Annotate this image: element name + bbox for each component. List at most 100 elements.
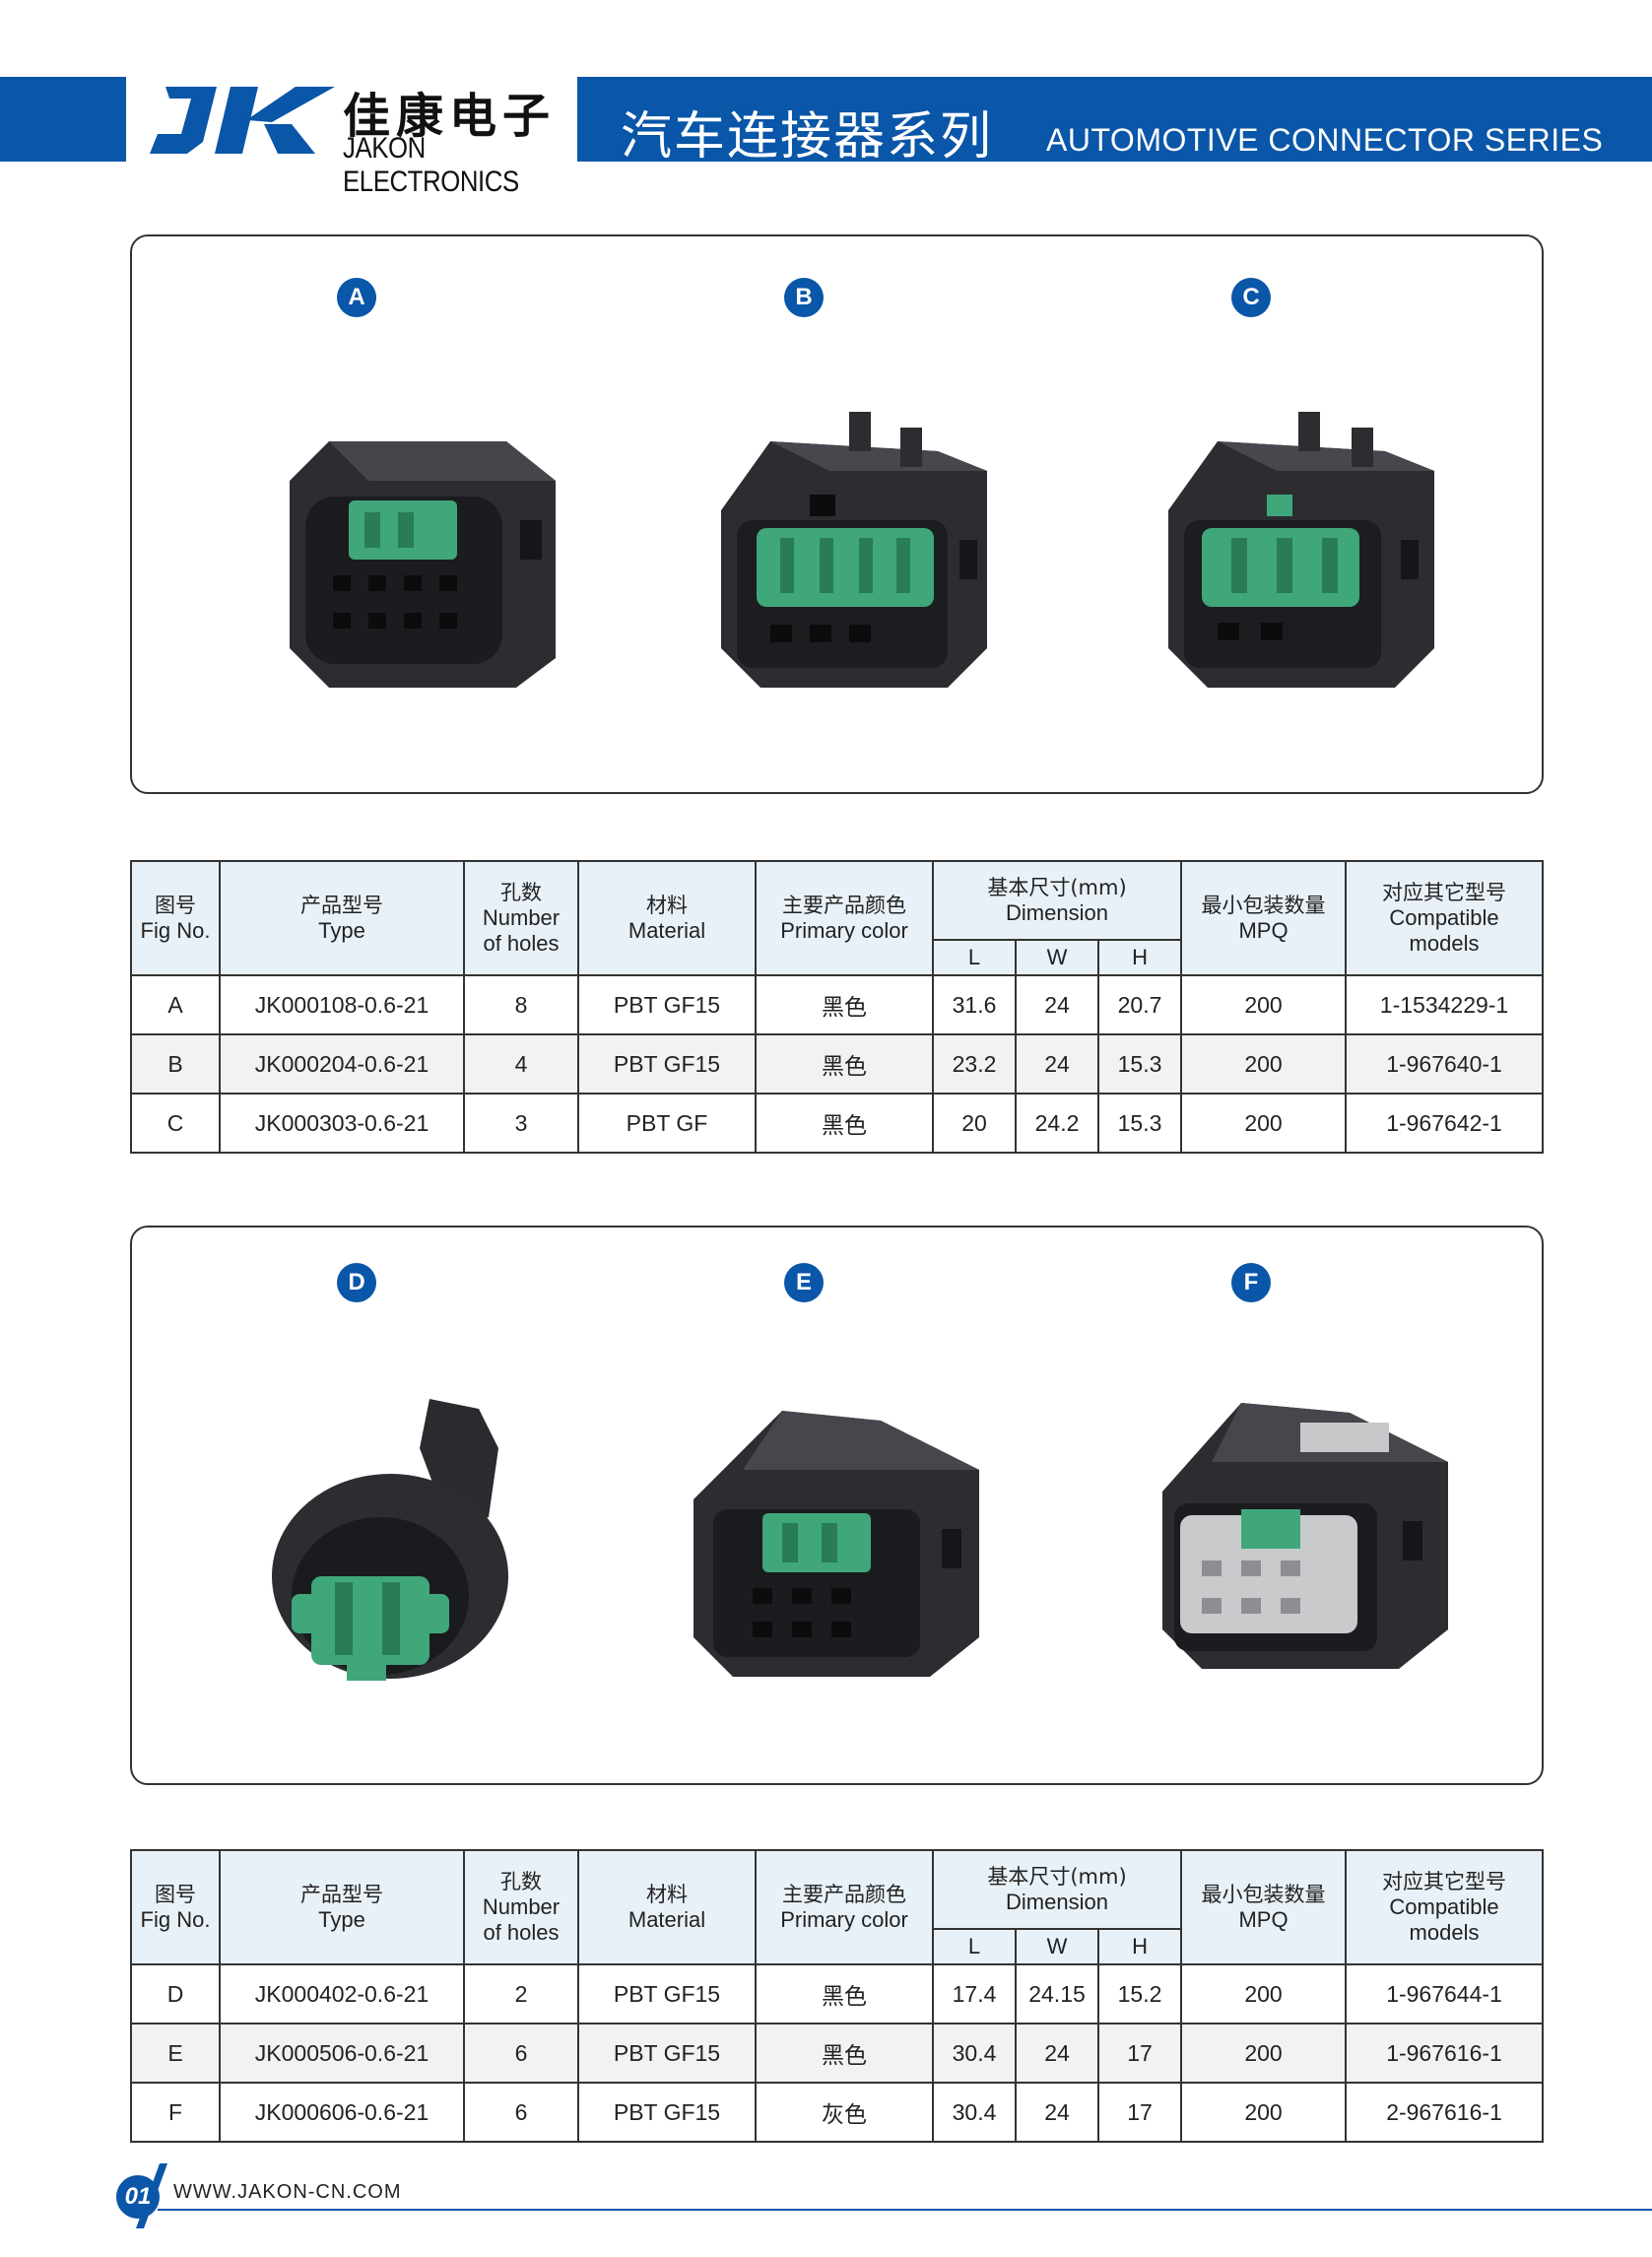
- cell-fig: F: [130, 2082, 221, 2143]
- cell-color: 黑色: [755, 974, 934, 1035]
- cell-color: 黑色: [755, 1033, 934, 1095]
- cell-mpq: 200: [1180, 2082, 1348, 2143]
- cell-l: 23.2: [932, 1033, 1017, 1095]
- header-bar-right: [577, 77, 1652, 162]
- cell-color: 黑色: [755, 1093, 934, 1154]
- col-header-l: L: [932, 939, 1017, 976]
- cell-holes: 6: [463, 2023, 579, 2084]
- table-row: C JK000303-0.6-21 3 PBT GF 黑色 20 24.2 15…: [130, 1093, 1545, 1154]
- logo-chinese-name: 佳康电子: [343, 89, 557, 144]
- cell-fig: C: [130, 1093, 221, 1154]
- company-logo: 佳康电子 JAKON ELECTRONICS: [148, 71, 571, 198]
- cell-material: PBT GF15: [577, 1033, 757, 1095]
- cell-compatible: 1-1534229-1: [1345, 974, 1545, 1035]
- cell-w: 24: [1015, 1033, 1099, 1095]
- cell-type: JK000204-0.6-21: [219, 1033, 465, 1095]
- cell-h: 15.3: [1096, 1033, 1183, 1095]
- cell-mpq: 200: [1180, 1093, 1348, 1154]
- col-header-w: W: [1015, 1928, 1099, 1965]
- cell-holes: 3: [463, 1093, 579, 1154]
- cell-compatible: 1-967644-1: [1345, 1963, 1545, 2025]
- cell-mpq: 200: [1180, 974, 1348, 1035]
- cell-type: JK000303-0.6-21: [219, 1093, 465, 1154]
- connector-d-image: [272, 1399, 508, 1681]
- cell-h: 17: [1096, 2023, 1183, 2084]
- cell-h: 20.7: [1096, 974, 1183, 1035]
- cell-h: 15.3: [1096, 1093, 1183, 1154]
- cell-w: 24: [1015, 974, 1099, 1035]
- cell-w: 24.2: [1015, 1093, 1099, 1154]
- cell-type: JK000606-0.6-21: [219, 2082, 465, 2143]
- col-header-h: H: [1096, 939, 1183, 976]
- cell-mpq: 200: [1180, 1033, 1348, 1095]
- cell-material: PBT GF15: [577, 2023, 757, 2084]
- page-number: 01: [116, 2175, 160, 2219]
- cell-material: PBT GF15: [577, 2082, 757, 2143]
- col-header-w: W: [1015, 939, 1099, 976]
- table-row: D JK000402-0.6-21 2 PBT GF15 黑色 17.4 24.…: [130, 1963, 1545, 2025]
- cell-w: 24: [1015, 2023, 1099, 2084]
- table-row: A JK000108-0.6-21 8 PBT GF15 黑色 31.6 24 …: [130, 974, 1545, 1035]
- cell-l: 20: [932, 1093, 1017, 1154]
- header-bar-left: [0, 77, 126, 162]
- cell-l: 30.4: [932, 2023, 1017, 2084]
- col-header-dimension: 基本尺寸(mm)Dimension: [931, 860, 1183, 941]
- col-header-l: L: [932, 1928, 1017, 1965]
- cell-fig: A: [130, 974, 221, 1035]
- cell-color: 黑色: [755, 1963, 934, 2025]
- fig-badge-c: C: [1231, 278, 1271, 317]
- image-panel-1: A B C: [130, 234, 1544, 794]
- cell-compatible: 2-967616-1: [1345, 2082, 1545, 2143]
- cell-type: JK000506-0.6-21: [219, 2023, 465, 2084]
- table-row: F JK000606-0.6-21 6 PBT GF15 灰色 30.4 24 …: [130, 2082, 1545, 2143]
- cell-type: JK000402-0.6-21: [219, 1963, 465, 2025]
- cell-holes: 8: [463, 974, 579, 1035]
- cell-mpq: 200: [1180, 2023, 1348, 2084]
- fig-badge-f: F: [1231, 1263, 1271, 1302]
- cell-l: 30.4: [932, 2082, 1017, 2143]
- series-title-cn: 汽车连接器系列: [621, 107, 994, 166]
- table-row: E JK000506-0.6-21 6 PBT GF15 黑色 30.4 24 …: [130, 2023, 1545, 2084]
- cell-compatible: 1-967640-1: [1345, 1033, 1545, 1095]
- fig-badge-e: E: [784, 1263, 824, 1302]
- website-url[interactable]: WWW.JAKON-CN.COM: [173, 2181, 402, 2203]
- cell-fig: E: [130, 2023, 221, 2084]
- cell-h: 15.2: [1096, 1963, 1183, 2025]
- connector-a-image: [290, 441, 556, 688]
- cell-holes: 2: [463, 1963, 579, 2025]
- fig-badge-b: B: [784, 278, 824, 317]
- connector-c-image: [1168, 412, 1434, 688]
- cell-holes: 6: [463, 2082, 579, 2143]
- cell-material: PBT GF: [577, 1093, 757, 1154]
- cell-type: JK000108-0.6-21: [219, 974, 465, 1035]
- cell-fig: B: [130, 1033, 221, 1095]
- image-panel-2: D E F: [130, 1226, 1544, 1785]
- connector-f-image: [1162, 1403, 1448, 1669]
- col-header-dimension: 基本尺寸(mm)Dimension: [931, 1849, 1183, 1930]
- cell-color: 灰色: [755, 2082, 934, 2143]
- cell-fig: D: [130, 1963, 221, 2025]
- cell-mpq: 200: [1180, 1963, 1348, 2025]
- series-title-en: AUTOMOTIVE CONNECTOR SERIES: [1046, 122, 1604, 158]
- cell-color: 黑色: [755, 2023, 934, 2084]
- cell-w: 24.15: [1015, 1963, 1099, 2025]
- cell-w: 24: [1015, 2082, 1099, 2143]
- fig-badge-d: D: [337, 1263, 376, 1302]
- table-row: B JK000204-0.6-21 4 PBT GF15 黑色 23.2 24 …: [130, 1033, 1545, 1095]
- cell-l: 31.6: [932, 974, 1017, 1035]
- cell-compatible: 1-967616-1: [1345, 2023, 1545, 2084]
- footer-divider: [158, 2209, 1652, 2211]
